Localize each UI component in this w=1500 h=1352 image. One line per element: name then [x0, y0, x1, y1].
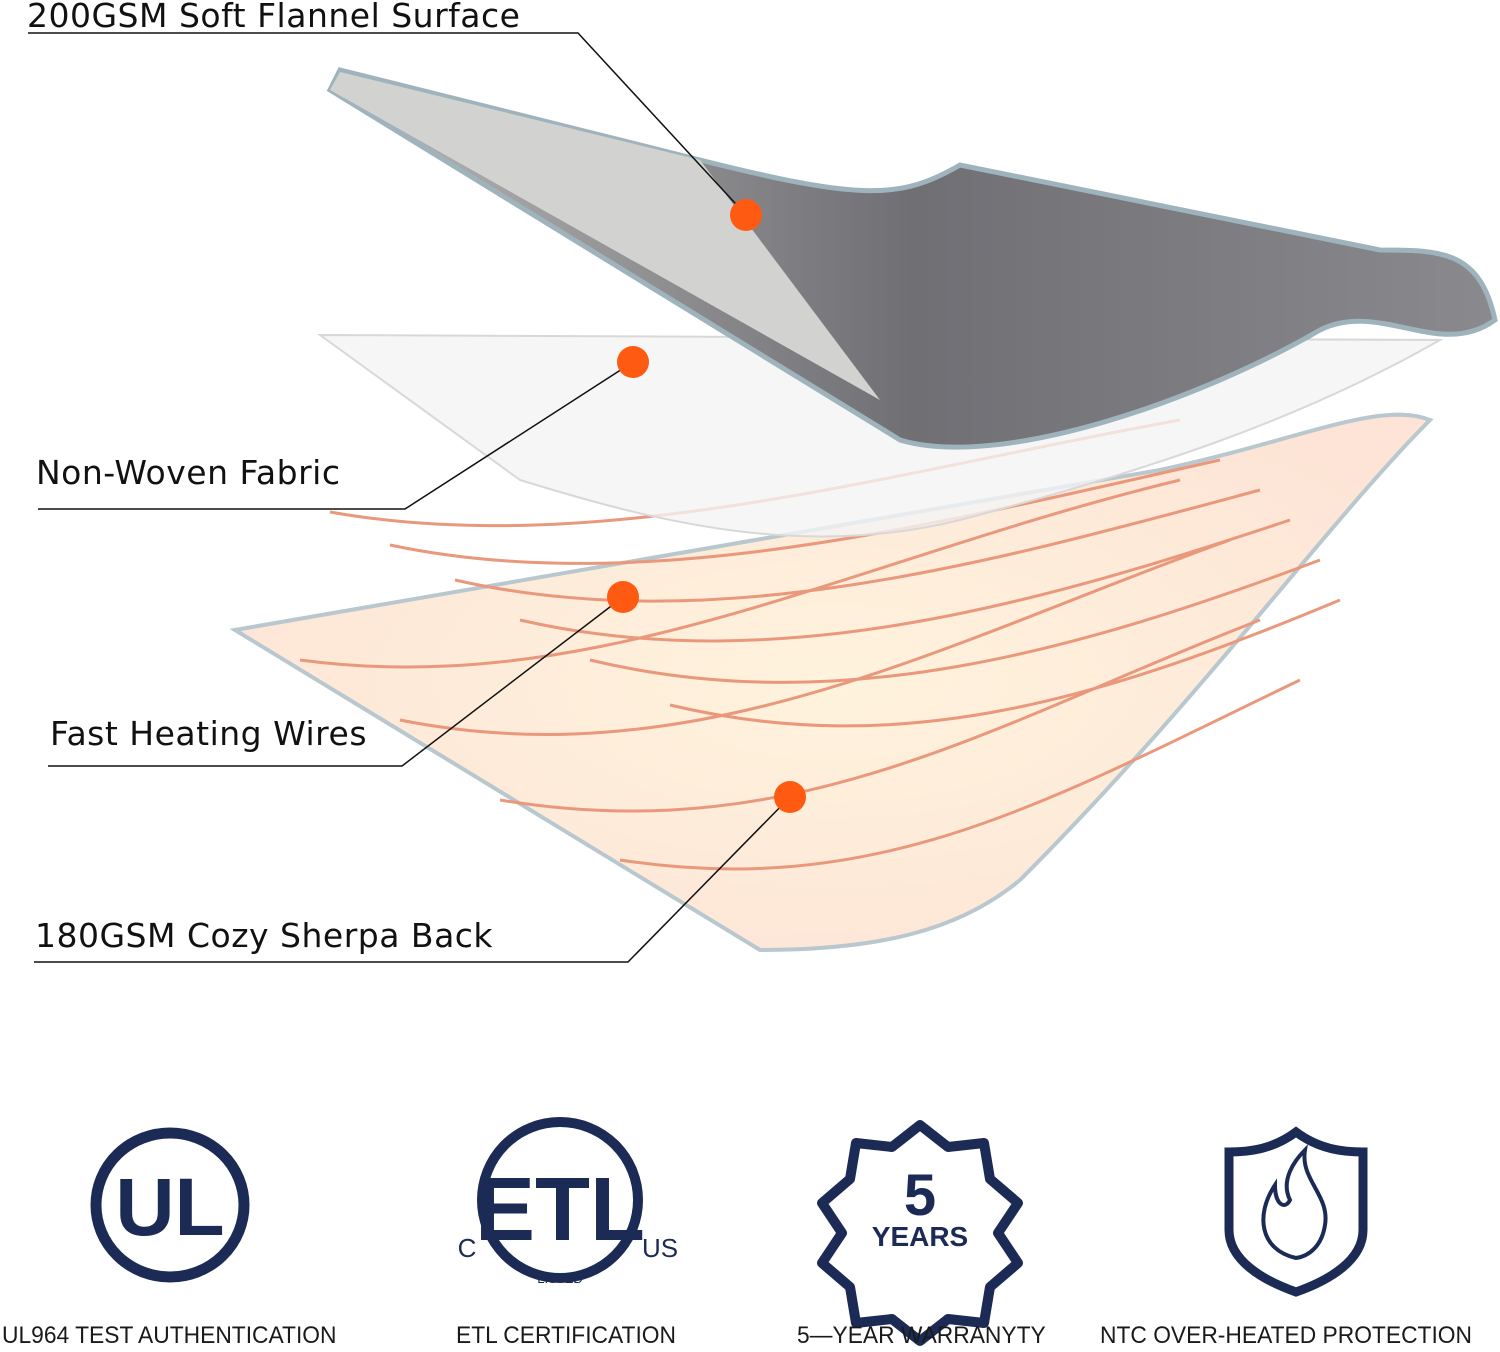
callout-dot — [774, 781, 806, 813]
callout-dot — [730, 199, 762, 231]
caption-ntc: NTC OVER-HEATED PROTECTION — [1100, 1322, 1472, 1349]
ul-icon: UL — [90, 1127, 250, 1283]
warranty-badge-icon: 5 YEARS — [817, 1120, 1023, 1346]
etl-icon: ETL C US LISTED — [458, 1117, 678, 1286]
caption-ul: UL964 TEST AUTHENTICATION — [2, 1322, 337, 1349]
callout-dot — [607, 581, 639, 613]
label-non-woven-fabric: Non-Woven Fabric — [36, 453, 341, 492]
svg-text:US: US — [642, 1233, 678, 1263]
svg-text:C: C — [458, 1233, 477, 1263]
svg-text:YEARS: YEARS — [872, 1221, 968, 1252]
caption-etl: ETL CERTIFICATION — [456, 1322, 676, 1349]
svg-text:ETL: ETL — [475, 1160, 645, 1260]
label-heating-wires: Fast Heating Wires — [50, 714, 368, 753]
flame-shield-icon — [1224, 1126, 1368, 1297]
label-flannel-surface: 200GSM Soft Flannel Surface — [27, 0, 521, 35]
svg-text:LISTED: LISTED — [537, 1271, 583, 1286]
callout-dot — [617, 346, 649, 378]
label-sherpa-back: 180GSM Cozy Sherpa Back — [35, 916, 494, 955]
caption-warranty: 5—YEAR WARRANYTY — [797, 1322, 1046, 1349]
svg-text:UL: UL — [115, 1162, 224, 1253]
svg-text:5: 5 — [904, 1163, 936, 1228]
